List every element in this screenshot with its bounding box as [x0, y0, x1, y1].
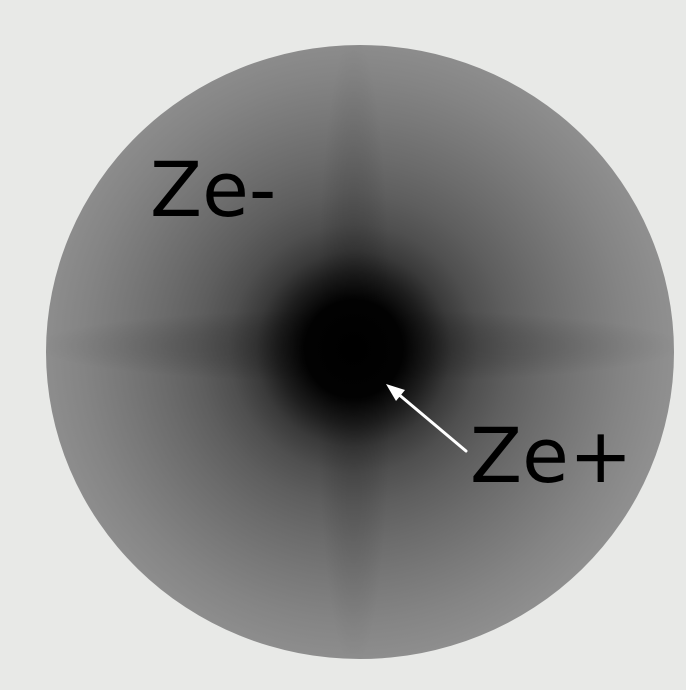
electron-cloud-label: Ze- [150, 145, 277, 234]
nucleus-label: Ze+ [470, 411, 633, 500]
charge-cloud [46, 45, 674, 659]
